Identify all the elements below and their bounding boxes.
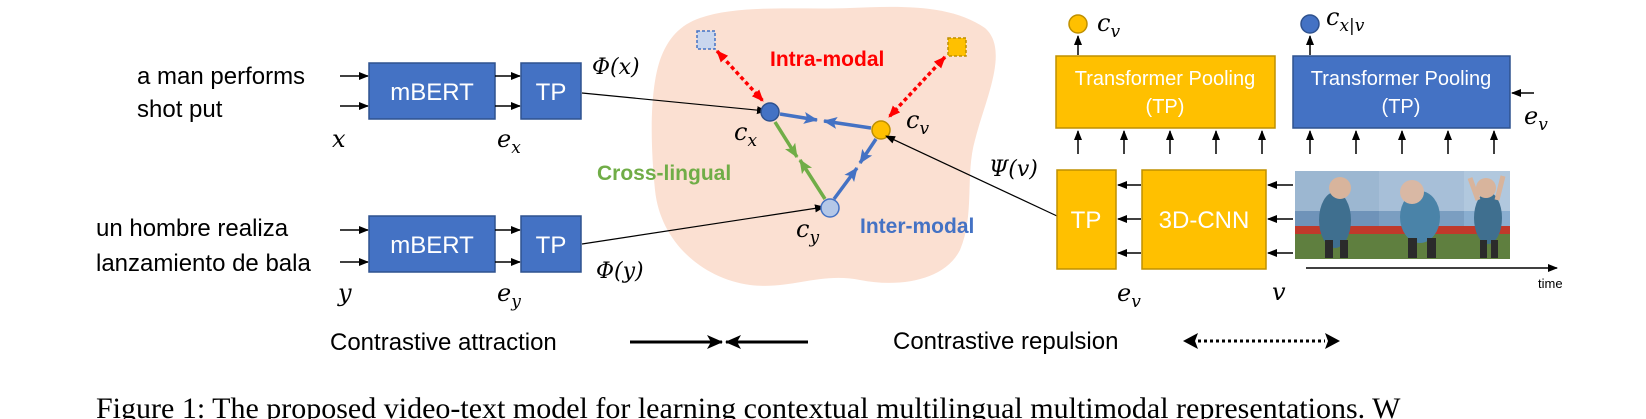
video-frame-2 (1379, 171, 1464, 259)
transformer-pooling-right-line1: Transformer Pooling (1311, 68, 1491, 90)
tp-block-bottom (520, 215, 582, 273)
spanish-caption-line2: lanzamiento de bala (96, 250, 311, 277)
tp-block-top (520, 62, 582, 120)
var-x: x (332, 125, 346, 153)
label-cv: cv (906, 106, 929, 139)
negative-text-sample (696, 30, 716, 50)
repulsion-text-intra (715, 49, 765, 103)
tp-label-top: TP (536, 79, 567, 106)
node-cx (760, 102, 780, 122)
legend-repulsion-head-right (1325, 333, 1340, 349)
var-ex-right: ev (1524, 102, 1548, 135)
var-v: v (1272, 278, 1286, 306)
video-frames (1295, 171, 1510, 259)
phi-y-label: Φ(y) (596, 259, 644, 284)
spanish-caption-line1: un hombre realiza (96, 215, 289, 242)
legend-repulsion-label: Contrastive repulsion (893, 328, 1118, 355)
figure-caption: Figure 1: The proposed video-text model … (96, 392, 1401, 419)
arrow-phi-y (581, 204, 825, 245)
mbert-block-bottom (368, 215, 496, 273)
mbert-label-top: mBERT (390, 79, 474, 106)
up-arrows-right (1306, 130, 1498, 154)
region-inter-modal: Inter-modal (860, 215, 974, 238)
time-label: time (1538, 276, 1563, 291)
output-node-cv (1068, 14, 1088, 34)
transformer-pooling-right (1292, 55, 1511, 129)
arrow-phi-x (581, 92, 767, 115)
cnn-block (1141, 169, 1267, 270)
region-intra-modal: Intra-modal (770, 48, 884, 71)
mbert-block-top (368, 62, 496, 120)
legend-attraction-label: Contrastive attraction (330, 329, 557, 356)
transformer-pooling-left-line1: Transformer Pooling (1075, 68, 1255, 90)
attraction-cv-to-cy (858, 138, 878, 164)
label-cx: cx (734, 118, 757, 151)
english-caption-line2: shot put (137, 96, 223, 123)
cnn-label: 3D-CNN (1159, 207, 1250, 234)
tp-block-video (1056, 169, 1117, 270)
attraction-cv-to-cx (823, 116, 872, 130)
var-y: y (337, 279, 352, 307)
tp-label-video: TP (1071, 207, 1102, 234)
transformer-pooling-left-line2: (TP) (1146, 96, 1185, 118)
node-cy (820, 198, 840, 218)
video-frame-1 (1295, 171, 1379, 259)
legend-repulsion-head-left (1183, 333, 1198, 349)
up-arrows-left (1074, 130, 1266, 154)
arrow-psi-v (885, 135, 1058, 217)
attraction-cx-to-cv (779, 111, 818, 124)
transformer-pooling-left (1055, 55, 1276, 129)
attraction-cy-to-cv (832, 166, 859, 201)
output-label-cxv: cx|v (1326, 3, 1365, 36)
negative-video-sample (947, 37, 967, 57)
node-cv (871, 120, 891, 140)
mbert-label-bottom: mBERT (390, 232, 474, 259)
attraction-cy-to-cx (798, 159, 827, 200)
psi-v-label: Ψ(v) (989, 157, 1038, 182)
output-label-cv: cv (1097, 9, 1120, 42)
var-ev: ev (1117, 279, 1141, 312)
video-frame-3 (1464, 171, 1510, 259)
output-node-cxv (1300, 14, 1320, 34)
attraction-cx-to-cy (773, 121, 799, 158)
var-ex: ex (497, 125, 521, 158)
english-caption-line1: a man performs (137, 63, 305, 90)
var-ey: ey (497, 279, 521, 312)
tp-label-bottom: TP (536, 232, 567, 259)
label-cy: cy (796, 215, 819, 248)
phi-x-label: Φ(x) (592, 55, 640, 80)
transformer-pooling-right-line2: (TP) (1382, 96, 1421, 118)
region-cross-lingual: Cross-lingual (597, 162, 731, 185)
